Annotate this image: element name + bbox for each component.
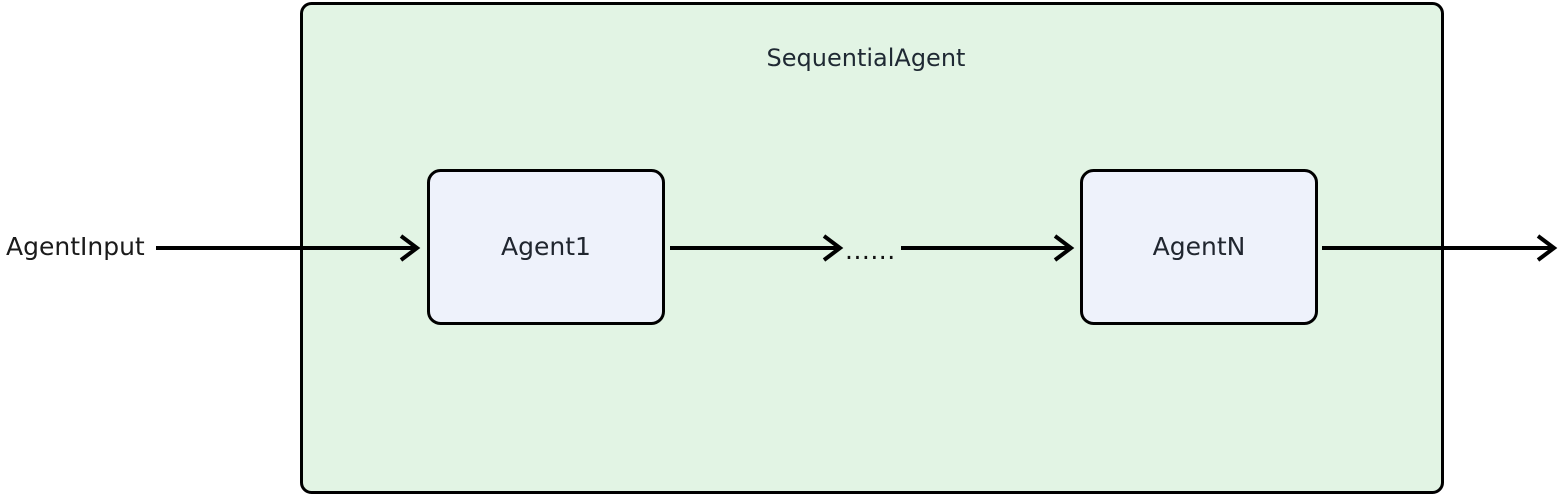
sequential-agent-title-text: SequentialAgent [766, 44, 966, 72]
agent1-node-box[interactable] [427, 169, 665, 325]
ellipsis-label: ...... [845, 236, 896, 265]
agentn-node-box[interactable] [1080, 169, 1318, 325]
edge-input-to-agent1 [156, 234, 421, 262]
edge-agent1-to-ellipsis [670, 234, 844, 262]
agent-input-label: AgentInput [6, 232, 145, 261]
edge-ellipsis-to-agentn [901, 234, 1075, 262]
sequential-agent-title: SequentialAgent [0, 46, 1560, 70]
agentn-label: AgentN [1152, 232, 1246, 261]
edge-agentn-to-output [1322, 234, 1558, 262]
agent1-label: Agent1 [501, 232, 591, 261]
